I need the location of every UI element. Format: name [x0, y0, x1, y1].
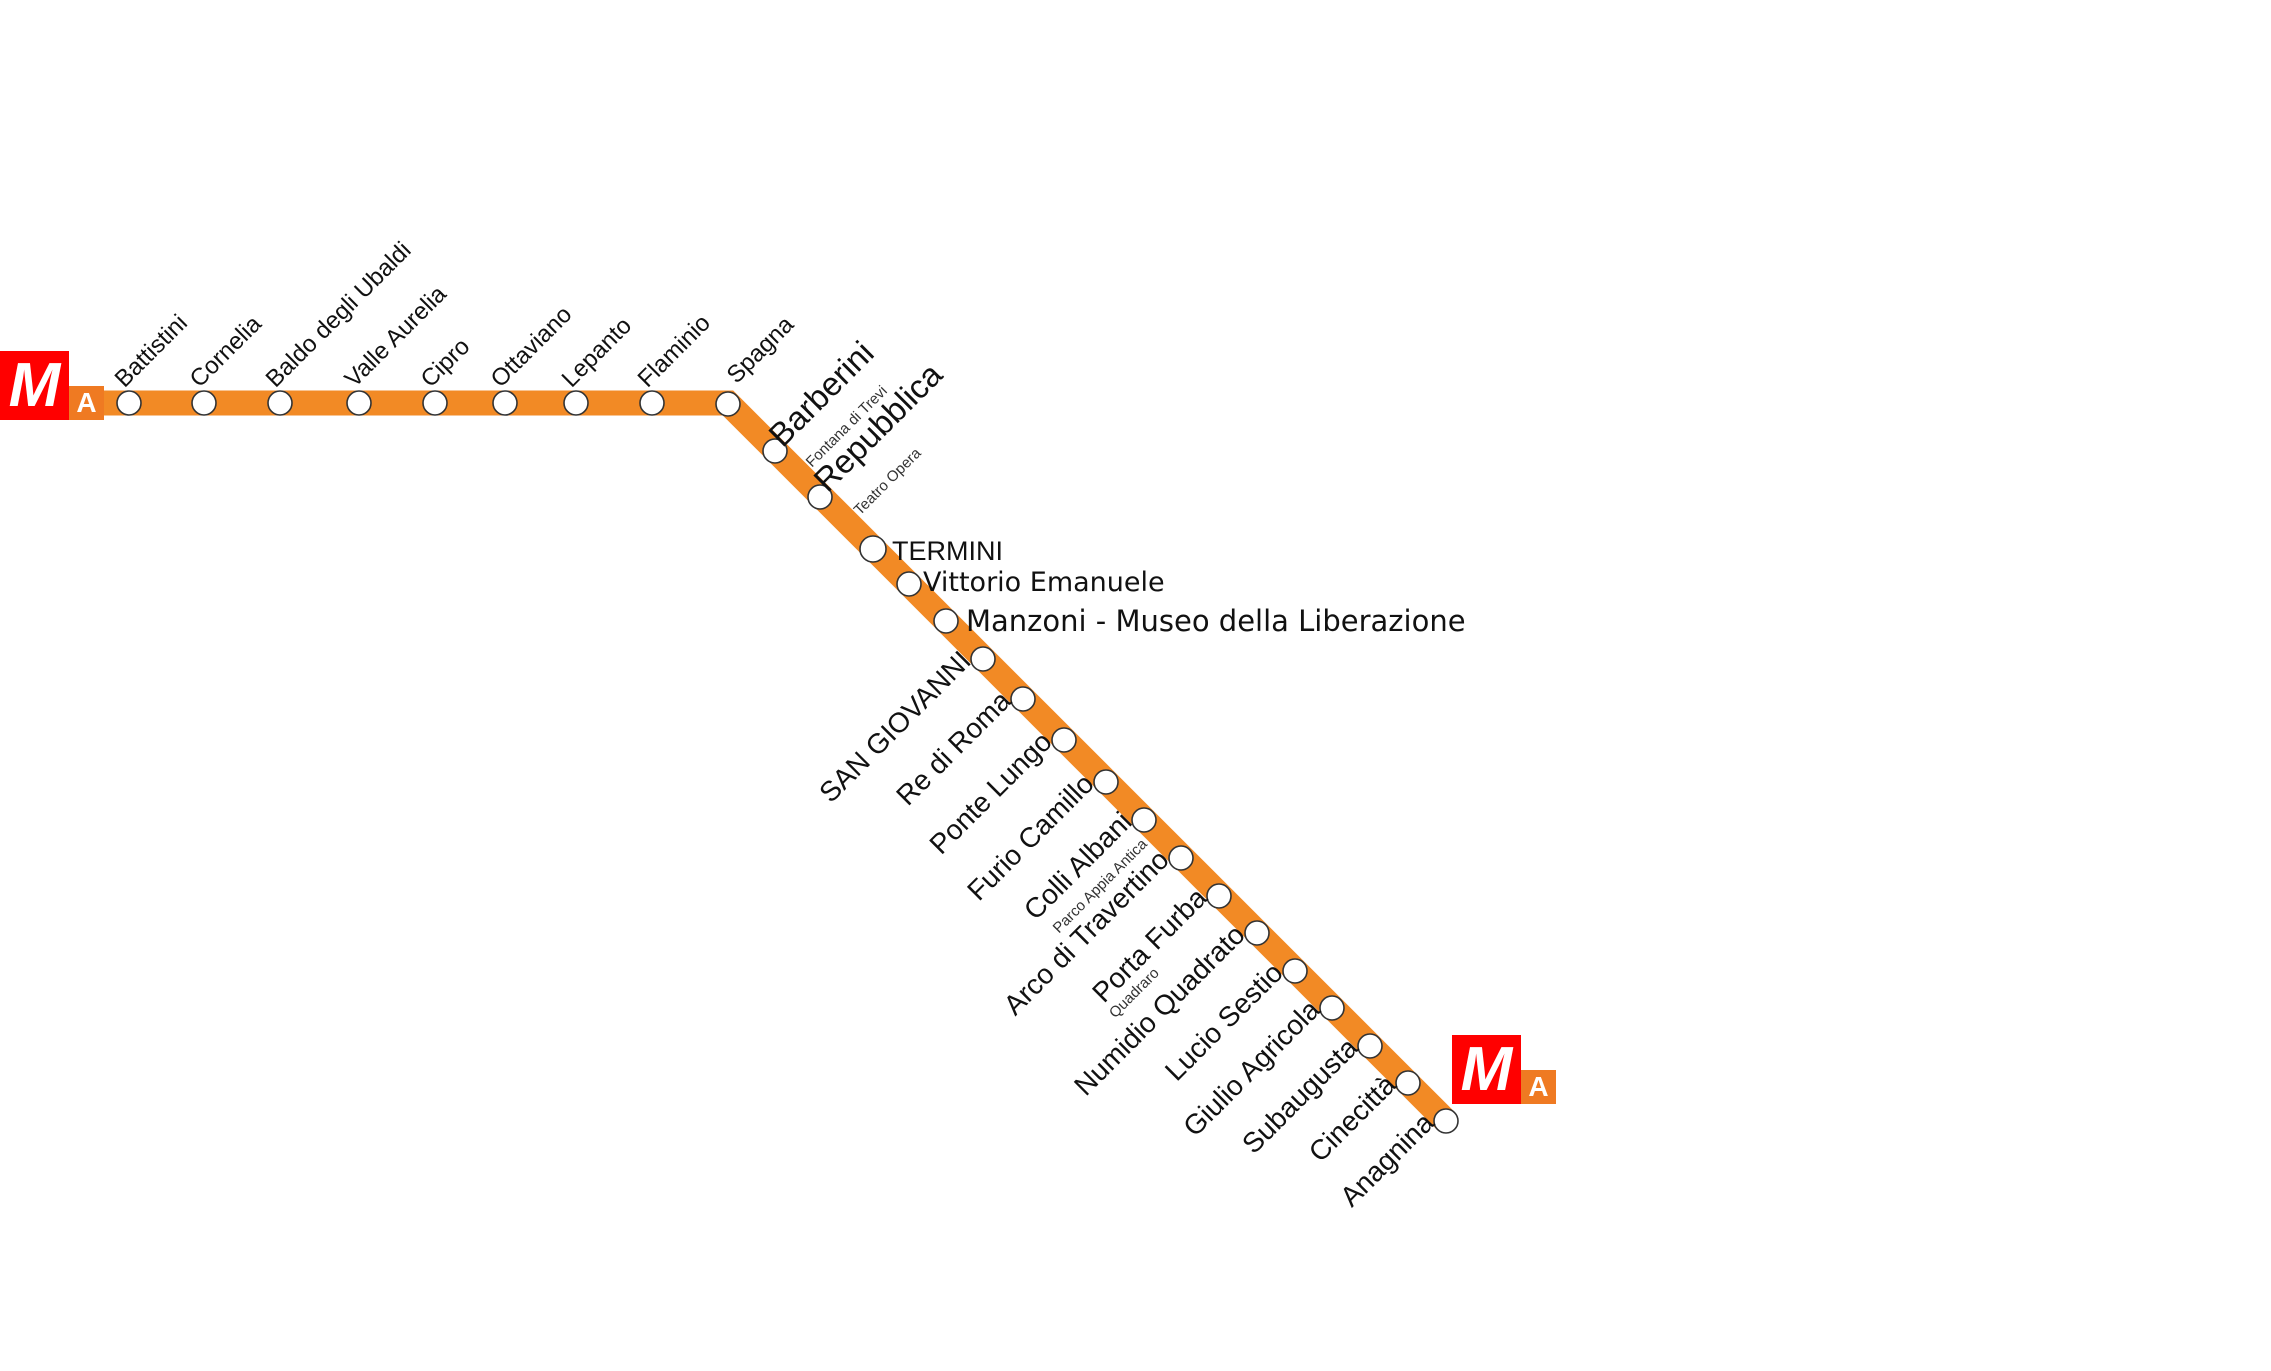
station-marker-flaminio[interactable] [639, 390, 665, 416]
metro-m-icon: M [0, 351, 69, 420]
station-marker-cinecitta[interactable] [1395, 1070, 1421, 1096]
station-marker-lucio-sestio[interactable] [1282, 958, 1308, 984]
station-marker-re-di-roma[interactable] [1010, 686, 1036, 712]
station-marker-anagnina[interactable] [1433, 1108, 1459, 1134]
metro-m-icon: M [1452, 1035, 1521, 1104]
station-marker-numidio-quadrato[interactable] [1244, 920, 1270, 946]
line-a-badge: A [1521, 1070, 1556, 1104]
station-marker-cornelia[interactable] [191, 390, 217, 416]
station-marker-barberini[interactable] [762, 438, 788, 464]
station-marker-subaugusta[interactable] [1357, 1033, 1383, 1059]
station-marker-furio-camillo[interactable] [1093, 769, 1119, 795]
station-marker-cipro[interactable] [422, 390, 448, 416]
station-marker-vittorio-emanuele[interactable] [896, 571, 922, 597]
station-marker-lepanto[interactable] [563, 390, 589, 416]
station-marker-manzoni[interactable] [933, 608, 959, 634]
station-marker-arco-di-travertino[interactable] [1168, 845, 1194, 871]
station-marker-spagna[interactable] [715, 391, 741, 417]
station-marker-colli-albani[interactable] [1131, 807, 1157, 833]
station-marker-repubblica[interactable] [807, 484, 833, 510]
station-marker-baldo-degli-ubaldi[interactable] [267, 390, 293, 416]
line-a-badge: A [69, 386, 104, 420]
station-marker-san-giovanni[interactable] [970, 646, 996, 672]
station-marker-ponte-lungo[interactable] [1051, 727, 1077, 753]
station-marker-battistini[interactable] [116, 390, 142, 416]
station-marker-porta-furba[interactable] [1206, 883, 1232, 909]
station-marker-termini[interactable] [859, 535, 887, 563]
station-label-manzoni[interactable]: Manzoni - Museo della Liberazione [966, 604, 1466, 638]
station-marker-giulio-agricola[interactable] [1319, 995, 1345, 1021]
station-label-termini[interactable]: TERMINI [892, 536, 1003, 566]
station-marker-ottaviano[interactable] [492, 390, 518, 416]
station-label-vittorio-emanuele[interactable]: Vittorio Emanuele [923, 567, 1165, 598]
station-marker-valle-aurelia[interactable] [346, 390, 372, 416]
